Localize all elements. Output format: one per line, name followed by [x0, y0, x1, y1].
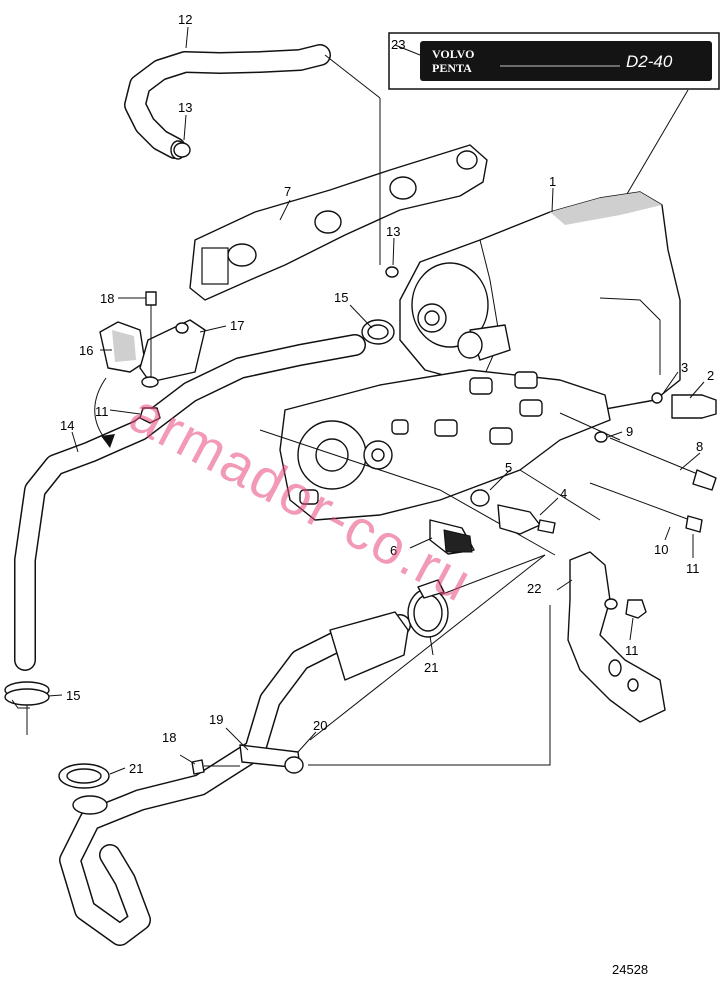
callout-8: 8	[696, 439, 703, 454]
heat-exchanger-manifold	[399, 191, 681, 411]
callout-12: 12	[178, 12, 192, 27]
callout-5: 5	[505, 460, 512, 475]
callout-15-lower: 15	[66, 688, 80, 703]
hose-support-bracket	[99, 291, 206, 424]
callout-9: 9	[626, 424, 633, 439]
callout-leaders	[47, 26, 705, 775]
callout-18-lower: 18	[162, 730, 176, 745]
hose-clamp-19	[191, 744, 304, 775]
callout-6: 6	[390, 543, 397, 558]
callout-23: 23	[391, 37, 405, 52]
callout-7: 7	[284, 184, 291, 199]
callout-13-manifold: 13	[386, 224, 400, 239]
callout-21-upper: 21	[424, 660, 438, 675]
hose-clamp-lower-left	[4, 681, 50, 735]
callout-11-left: 11	[95, 404, 109, 419]
coolant-hose-14	[14, 334, 366, 671]
stud-10	[589, 482, 703, 533]
decal-panel: VOLVO PENTA D2-40	[388, 32, 720, 90]
exhaust-gasket	[189, 144, 488, 301]
callout-13-upper: 13	[178, 100, 192, 115]
callout-17: 17	[230, 318, 244, 333]
decal-brand-line1: VOLVO	[432, 47, 474, 61]
callout-3: 3	[681, 360, 688, 375]
callout-11-bracket: 11	[625, 643, 639, 658]
callout-20: 20	[313, 718, 327, 733]
callout-1: 1	[549, 174, 556, 189]
callout-15-upper: 15	[334, 290, 348, 305]
hose-clamp-upper	[361, 319, 395, 345]
decal-model: D2-40	[626, 52, 673, 71]
callout-22: 22	[527, 581, 541, 596]
callout-21-lower: 21	[129, 761, 143, 776]
callout-19: 19	[209, 712, 223, 727]
pressure-sender	[470, 489, 556, 535]
coolant-housing	[279, 369, 611, 521]
assembly-arrow	[94, 377, 107, 441]
hose-clamp-21	[58, 579, 449, 789]
assembly-arrowhead	[101, 434, 115, 448]
coolant-hose-20	[59, 611, 411, 946]
support-bracket-22	[567, 551, 666, 723]
drawing-number: 24528	[612, 962, 649, 977]
callout-16: 16	[79, 343, 93, 358]
temperature-sender	[651, 392, 717, 419]
long-bolt-8	[594, 431, 717, 491]
callout-4: 4	[560, 486, 567, 501]
callout-10: 10	[654, 542, 668, 557]
callout-18-upper: 18	[100, 291, 114, 306]
sensor-connector	[429, 519, 475, 555]
callout-numbers: 1 2 3 4 5 6 7 8 9 10 11 11 11 12 13 13 1…	[60, 12, 714, 776]
decal-brand-line2: PENTA	[432, 61, 472, 75]
callout-2: 2	[707, 368, 714, 383]
hose-clamp-small	[173, 142, 399, 278]
callout-11-nut-right: 11	[686, 561, 700, 576]
breather-hose	[124, 44, 331, 160]
callout-14: 14	[60, 418, 74, 433]
